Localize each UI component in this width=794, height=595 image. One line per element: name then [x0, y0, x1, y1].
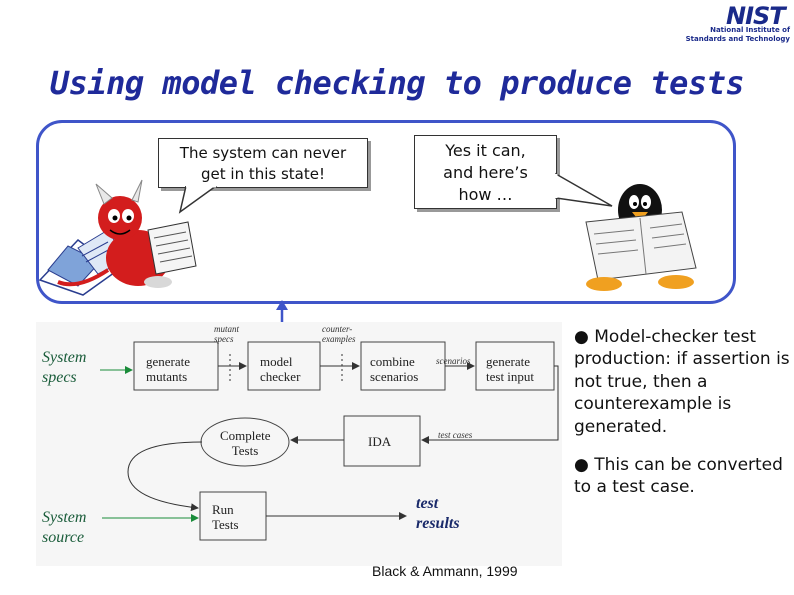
speech-line: The system can never	[179, 144, 347, 162]
ida-box: IDA	[368, 434, 392, 449]
label-line: mutants	[146, 369, 188, 384]
speech-line: get in this state!	[201, 165, 325, 183]
bullet-list: ● Model-checker test production: if asse…	[574, 326, 792, 515]
slide-title: Using model checking to produce tests	[49, 64, 745, 102]
nist-logo-line2: Standards and Technology	[685, 35, 790, 43]
label-line: System	[42, 509, 87, 526]
speech-line: Yes it can,	[445, 141, 526, 160]
generate-test-input-box: generate test input	[486, 354, 534, 384]
label-line: counter-	[322, 324, 353, 334]
combine-scenarios-box: combine scenarios	[370, 354, 418, 384]
test-generation-diagram: System specs System source generate muta…	[36, 322, 562, 566]
label-line: specs	[214, 334, 234, 344]
bullet-text: This can be converted to a test case.	[574, 455, 783, 498]
speech-tail-left	[178, 186, 218, 214]
cartoon-frame	[36, 120, 736, 304]
speech-bubble-claim: The system can never get in this state!	[158, 138, 368, 188]
run-tests-box: Run Tests	[212, 502, 239, 532]
label-line: Complete	[220, 428, 271, 443]
label-line: combine	[370, 354, 415, 369]
bullet-dot-icon: ●	[574, 327, 589, 347]
label-line: checker	[260, 369, 301, 384]
bullet-item: ● This can be converted to a test case.	[574, 454, 792, 499]
label-line: Run	[212, 502, 234, 517]
nist-logo: NIST National Institute of Standards and…	[668, 0, 794, 50]
test-results-label: test results	[416, 494, 460, 534]
bullet-dot-icon: ●	[574, 455, 589, 476]
label-line: source	[42, 529, 85, 546]
label-line: Tests	[231, 443, 259, 458]
speech-bubble-reply: Yes it can, and here’s how …	[414, 135, 557, 209]
speech-line: and here’s	[443, 163, 528, 182]
bullet-text: Model-checker test production: if assert…	[574, 327, 790, 437]
model-checker-box: model checker	[260, 354, 300, 384]
label-line: mutant	[214, 324, 240, 334]
label-line: results	[416, 515, 460, 532]
scenarios-annotation: scenarios	[436, 356, 471, 366]
devil-reading-illustration	[38, 179, 197, 296]
label-line: generate	[486, 354, 531, 369]
label-line: System	[42, 349, 87, 366]
label-line: test input	[486, 369, 535, 384]
nist-logo-mark: NIST	[726, 2, 786, 30]
system-specs-label: System specs	[42, 348, 86, 388]
complete-tests-node: Complete Tests	[220, 428, 271, 458]
label-line: examples	[322, 334, 356, 344]
label-line: generate	[146, 354, 191, 369]
citation: Black & Ammann, 1999	[372, 563, 518, 579]
speech-line: how …	[458, 185, 513, 204]
label-line: Tests	[212, 517, 239, 532]
label-line: test	[416, 495, 439, 512]
label-line: model	[260, 354, 293, 369]
penguin-reading-illustration	[585, 184, 697, 291]
label-line: specs	[42, 369, 77, 386]
generate-mutants-box: generate mutants	[146, 354, 190, 384]
mutant-specs-annotation: mutant specs	[214, 324, 239, 344]
test-cases-annotation: test cases	[438, 430, 473, 440]
counterexamples-annotation: counter- examples	[322, 324, 356, 344]
nist-logo-subtitle: National Institute of Standards and Tech…	[668, 26, 790, 44]
diagram-lines	[100, 341, 559, 541]
system-source-label: System source	[42, 508, 86, 548]
speech-tail-right	[554, 172, 613, 207]
nist-logo-line1: National Institute of	[710, 26, 790, 34]
bullet-item: ● Model-checker test production: if asse…	[574, 326, 792, 438]
label-line: scenarios	[370, 369, 419, 384]
